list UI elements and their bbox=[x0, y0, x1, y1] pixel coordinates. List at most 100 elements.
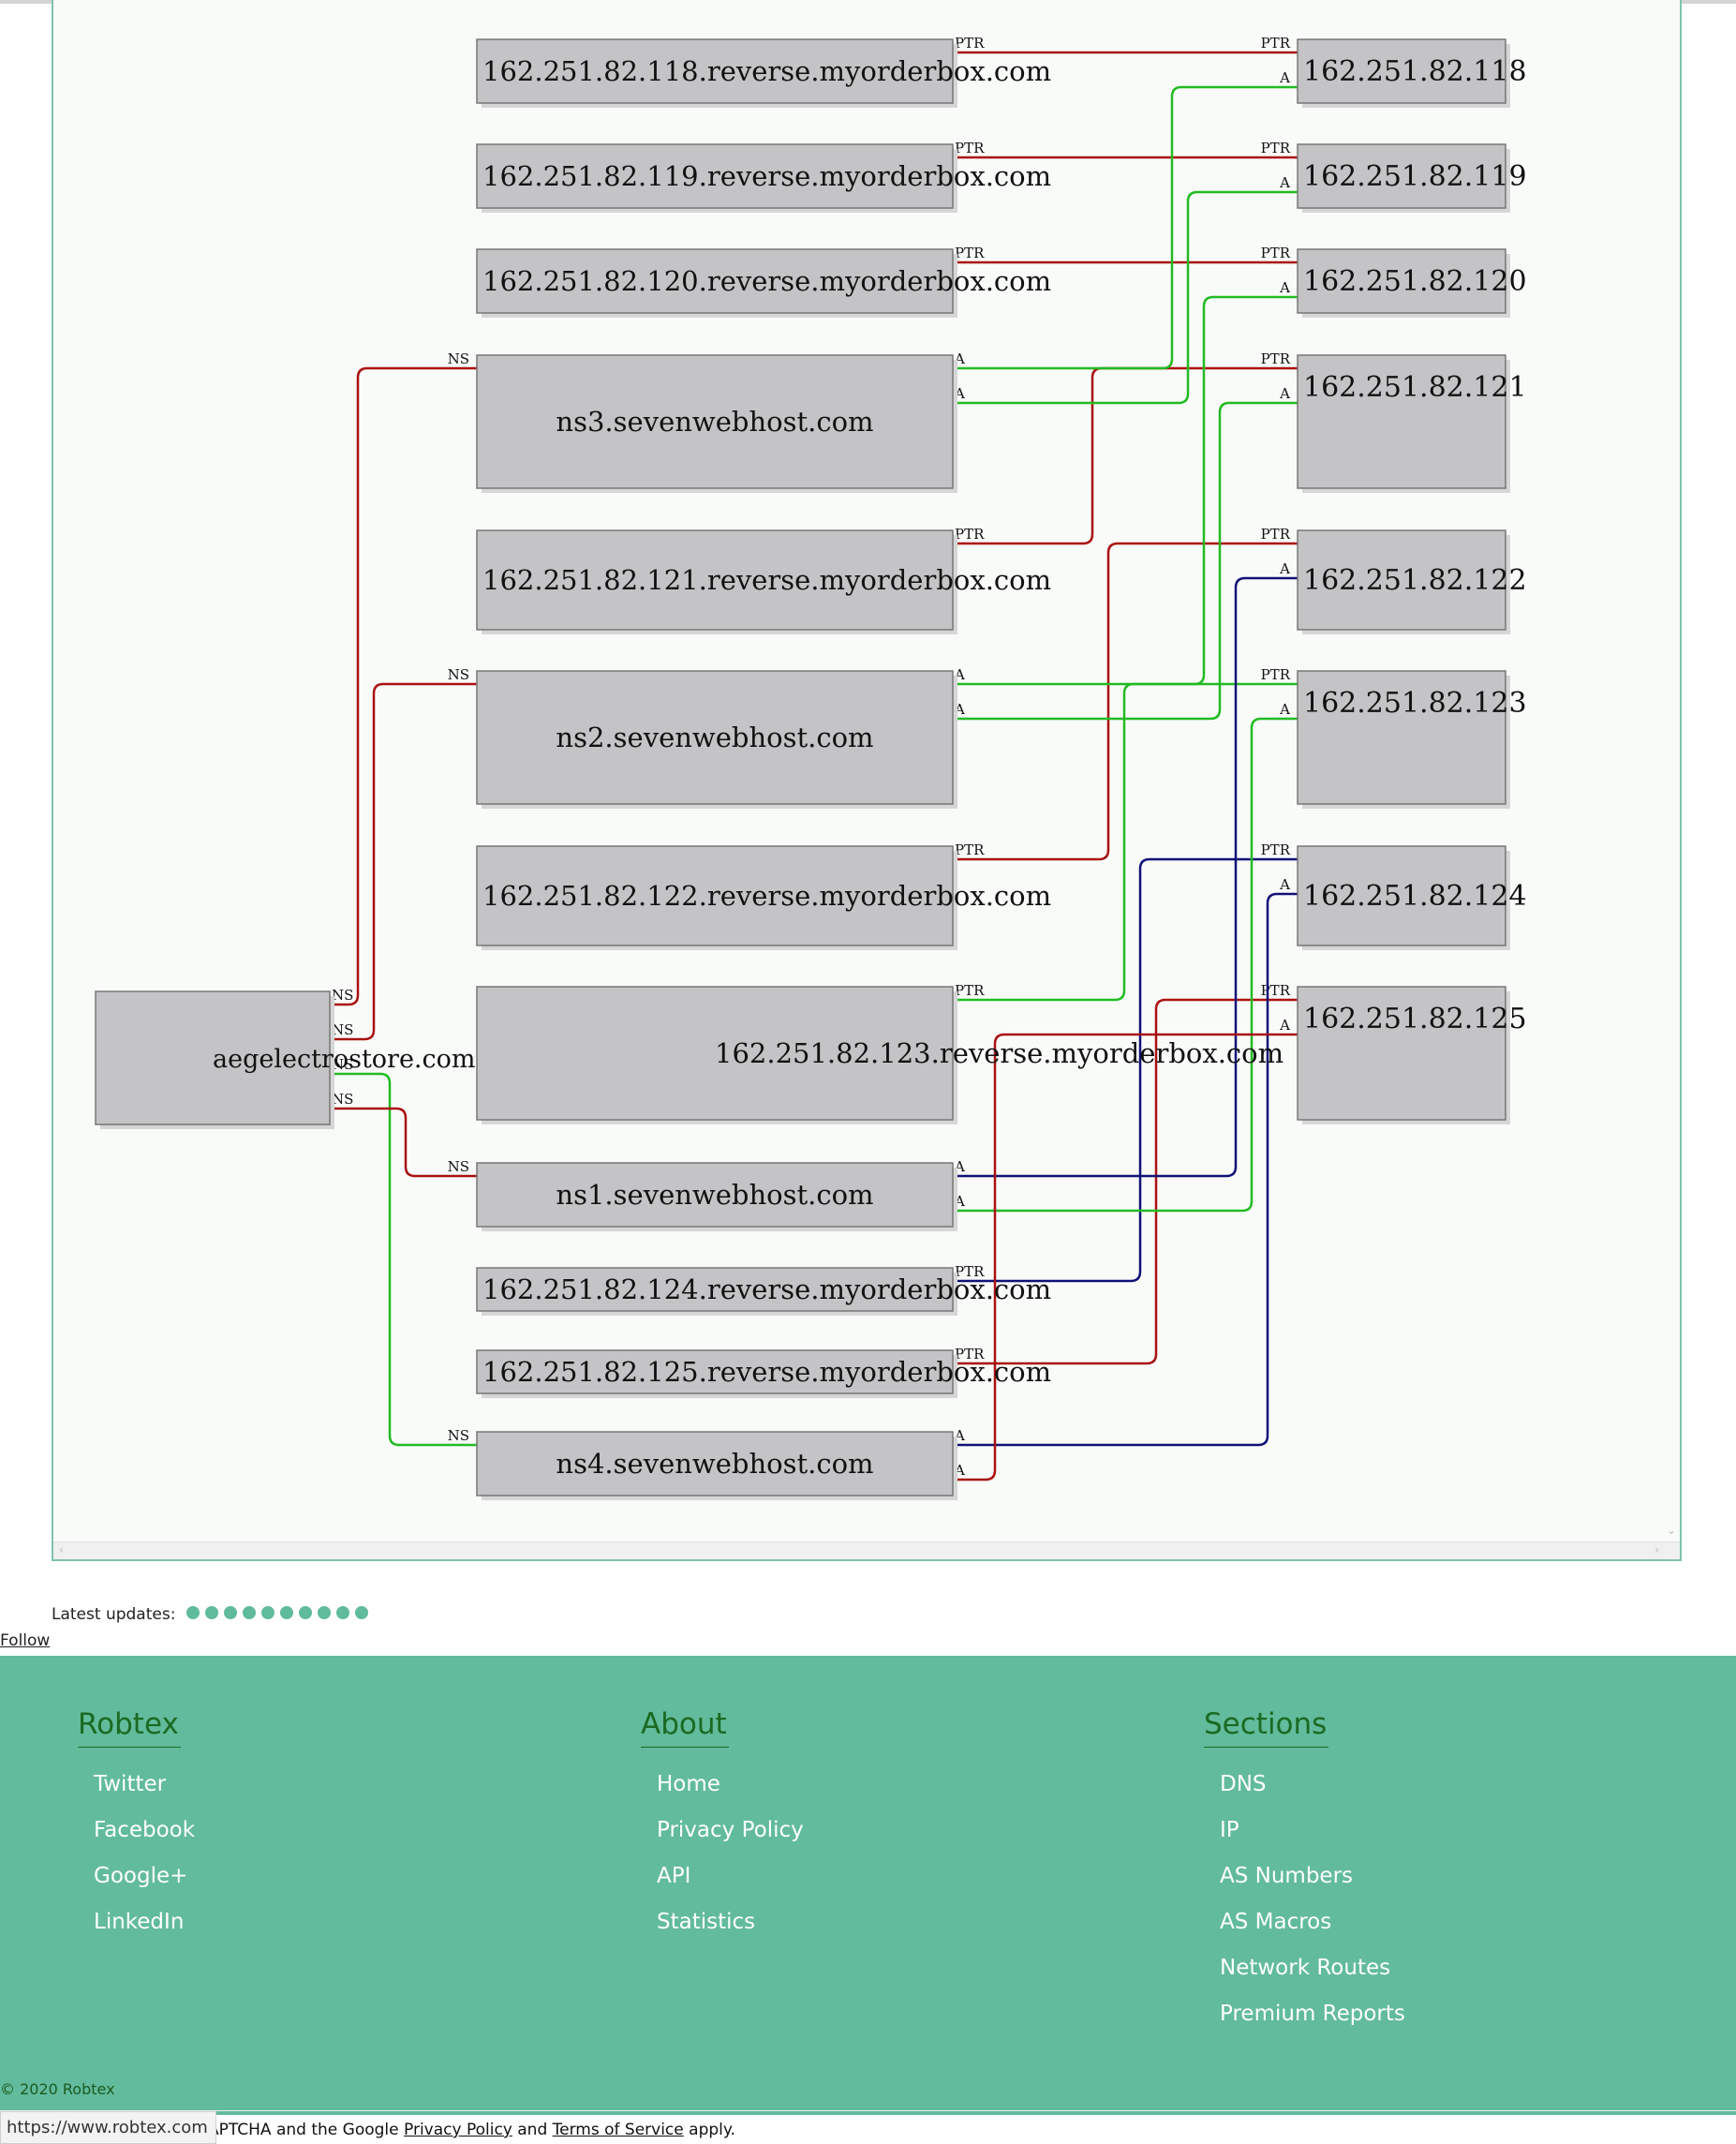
graph-node[interactable]: 162.251.82.125 bbox=[1297, 986, 1527, 1124]
node-box bbox=[476, 143, 954, 209]
graph-node[interactable]: 162.251.82.125.reverse.myorderbox.com bbox=[476, 1349, 1051, 1398]
footer-link-ip[interactable]: IP bbox=[1220, 1818, 1239, 1842]
follow-link[interactable]: Follow bbox=[0, 1631, 51, 1650]
edge-label: PTR bbox=[955, 35, 985, 52]
update-dot[interactable] bbox=[335, 1606, 349, 1619]
graph-node[interactable]: 162.251.82.120.reverse.myorderbox.com bbox=[476, 248, 1051, 318]
footer-link-googleplus[interactable]: Google+ bbox=[94, 1864, 188, 1888]
dns-edge-ns bbox=[330, 1107, 477, 1178]
node-box bbox=[476, 670, 954, 805]
captcha-text: apply. bbox=[683, 2121, 735, 2139]
footer-link-twitter[interactable]: Twitter bbox=[94, 1772, 167, 1796]
scroll-down-icon[interactable]: ⌄ bbox=[1666, 1524, 1676, 1537]
edge-label: PTR bbox=[955, 982, 985, 999]
edge-label: PTR bbox=[1261, 982, 1291, 999]
update-dot[interactable] bbox=[279, 1606, 293, 1619]
update-dot[interactable] bbox=[260, 1606, 274, 1619]
horizontal-scrollbar[interactable]: ‹ › bbox=[53, 1541, 1680, 1559]
node-label: 162.251.82.125 bbox=[1303, 1003, 1527, 1035]
edge-label: PTR bbox=[1261, 526, 1291, 543]
node-label: ns4.sevenwebhost.com bbox=[556, 1448, 873, 1480]
node-label: 162.251.82.118.reverse.myorderbox.com bbox=[482, 55, 1051, 87]
node-box bbox=[1297, 529, 1506, 631]
graph-node[interactable]: 162.251.82.123.reverse.myorderbox.com bbox=[476, 986, 1283, 1124]
footer-col-title: Sections bbox=[1204, 1707, 1329, 1748]
scroll-left-icon[interactable]: ‹ bbox=[59, 1543, 64, 1556]
node-box bbox=[1297, 143, 1506, 209]
update-dot[interactable] bbox=[204, 1606, 218, 1619]
captcha-terms-link[interactable]: Terms of Service bbox=[552, 2121, 684, 2139]
edge-label: A bbox=[1279, 1017, 1290, 1034]
graph-node[interactable]: 162.251.82.119.reverse.myorderbox.com bbox=[476, 143, 1051, 213]
graph-node[interactable]: 162.251.82.124 bbox=[1297, 845, 1527, 950]
footer-link-as-macros[interactable]: AS Macros bbox=[1220, 1910, 1332, 1934]
footer-col-title: Robtex bbox=[78, 1707, 181, 1748]
edge-label: NS bbox=[332, 987, 353, 1004]
footer-link-home[interactable]: Home bbox=[657, 1772, 720, 1796]
node-box bbox=[95, 990, 331, 1125]
copyright: © 2020 Robtex bbox=[0, 2080, 115, 2098]
node-box bbox=[476, 1431, 954, 1496]
node-label: 162.251.82.122.reverse.myorderbox.com bbox=[482, 880, 1051, 912]
graph-node[interactable]: 162.251.82.118 bbox=[1297, 38, 1527, 108]
edge-label: A bbox=[1279, 174, 1290, 191]
node-box bbox=[476, 986, 954, 1121]
graph-node[interactable]: 162.251.82.118.reverse.myorderbox.com bbox=[476, 38, 1051, 108]
edge-label: A bbox=[1279, 279, 1290, 296]
node-box bbox=[1297, 986, 1506, 1121]
graph-node[interactable]: ns1.sevenwebhost.com bbox=[476, 1162, 957, 1231]
footer-link-as-numbers[interactable]: AS Numbers bbox=[1220, 1864, 1354, 1888]
footer-link-network-routes[interactable]: Network Routes bbox=[1220, 1956, 1391, 1980]
node-label: 162.251.82.121 bbox=[1303, 371, 1527, 404]
node-box bbox=[1297, 354, 1506, 489]
captcha-text: and bbox=[512, 2121, 553, 2139]
graph-node[interactable]: 162.251.82.123 bbox=[1297, 670, 1527, 809]
footer-link-linkedin[interactable]: LinkedIn bbox=[94, 1910, 185, 1934]
dns-edge-a bbox=[953, 717, 1298, 1213]
update-dot[interactable] bbox=[242, 1606, 256, 1619]
graph-node[interactable]: ns4.sevenwebhost.com bbox=[476, 1431, 957, 1500]
footer-col-title: About bbox=[641, 1707, 729, 1748]
update-dot[interactable] bbox=[354, 1606, 368, 1619]
update-dot[interactable] bbox=[317, 1606, 331, 1619]
node-label: 162.251.82.119 bbox=[1303, 160, 1527, 193]
dns-edge-a bbox=[953, 892, 1298, 1447]
update-dot[interactable] bbox=[185, 1606, 200, 1619]
graph-node[interactable]: 162.251.82.122.reverse.myorderbox.com bbox=[476, 845, 1051, 950]
footer-link-privacy-policy[interactable]: Privacy Policy bbox=[657, 1818, 804, 1842]
node-label: ns1.sevenwebhost.com bbox=[556, 1179, 873, 1211]
dns-edge-a bbox=[953, 401, 1298, 721]
node-label: 162.251.82.125.reverse.myorderbox.com bbox=[482, 1356, 1051, 1388]
graph-node[interactable]: ns3.sevenwebhost.com bbox=[476, 354, 957, 493]
graph-node[interactable]: 162.251.82.120 bbox=[1297, 248, 1527, 318]
edge-label: A bbox=[1279, 560, 1290, 577]
edge-label: NS bbox=[332, 1056, 353, 1073]
node-box bbox=[476, 529, 954, 631]
footer-link-statistics[interactable]: Statistics bbox=[657, 1910, 756, 1934]
footer-link-api[interactable]: API bbox=[657, 1864, 691, 1888]
footer-link-facebook[interactable]: Facebook bbox=[94, 1818, 196, 1842]
captcha-privacy-link[interactable]: Privacy Policy bbox=[404, 2121, 512, 2139]
captcha-text: APTCHA and the Google bbox=[208, 2121, 404, 2139]
graph-node[interactable]: 162.251.82.119 bbox=[1297, 143, 1527, 213]
latest-updates: Latest updates: bbox=[52, 1605, 374, 1624]
graph-node[interactable]: 162.251.82.122 bbox=[1297, 529, 1527, 634]
update-dot[interactable] bbox=[298, 1606, 312, 1619]
graph-node[interactable]: 162.251.82.121.reverse.myorderbox.com bbox=[476, 529, 1051, 634]
graph-node[interactable]: aegelectrostore.com bbox=[95, 990, 476, 1129]
footer-link-dns[interactable]: DNS bbox=[1220, 1772, 1267, 1796]
graph-node[interactable]: ns2.sevenwebhost.com bbox=[476, 670, 957, 809]
edge-label: NS bbox=[332, 1091, 353, 1108]
graph-node[interactable]: 162.251.82.121 bbox=[1297, 354, 1527, 493]
scroll-right-icon[interactable]: › bbox=[1654, 1543, 1659, 1556]
graph-node[interactable]: 162.251.82.124.reverse.myorderbox.com bbox=[476, 1267, 1051, 1316]
update-dot[interactable] bbox=[223, 1606, 237, 1619]
dns-edge-ns bbox=[330, 1072, 477, 1447]
footer-link-premium-reports[interactable]: Premium Reports bbox=[1220, 2002, 1405, 2026]
update-dots bbox=[185, 1605, 374, 1624]
footer-col-robtex: Robtex Twitter Facebook Google+ LinkedIn bbox=[78, 1707, 195, 1956]
node-label: 162.251.82.120 bbox=[1303, 265, 1527, 298]
edge-label: PTR bbox=[1261, 350, 1291, 367]
